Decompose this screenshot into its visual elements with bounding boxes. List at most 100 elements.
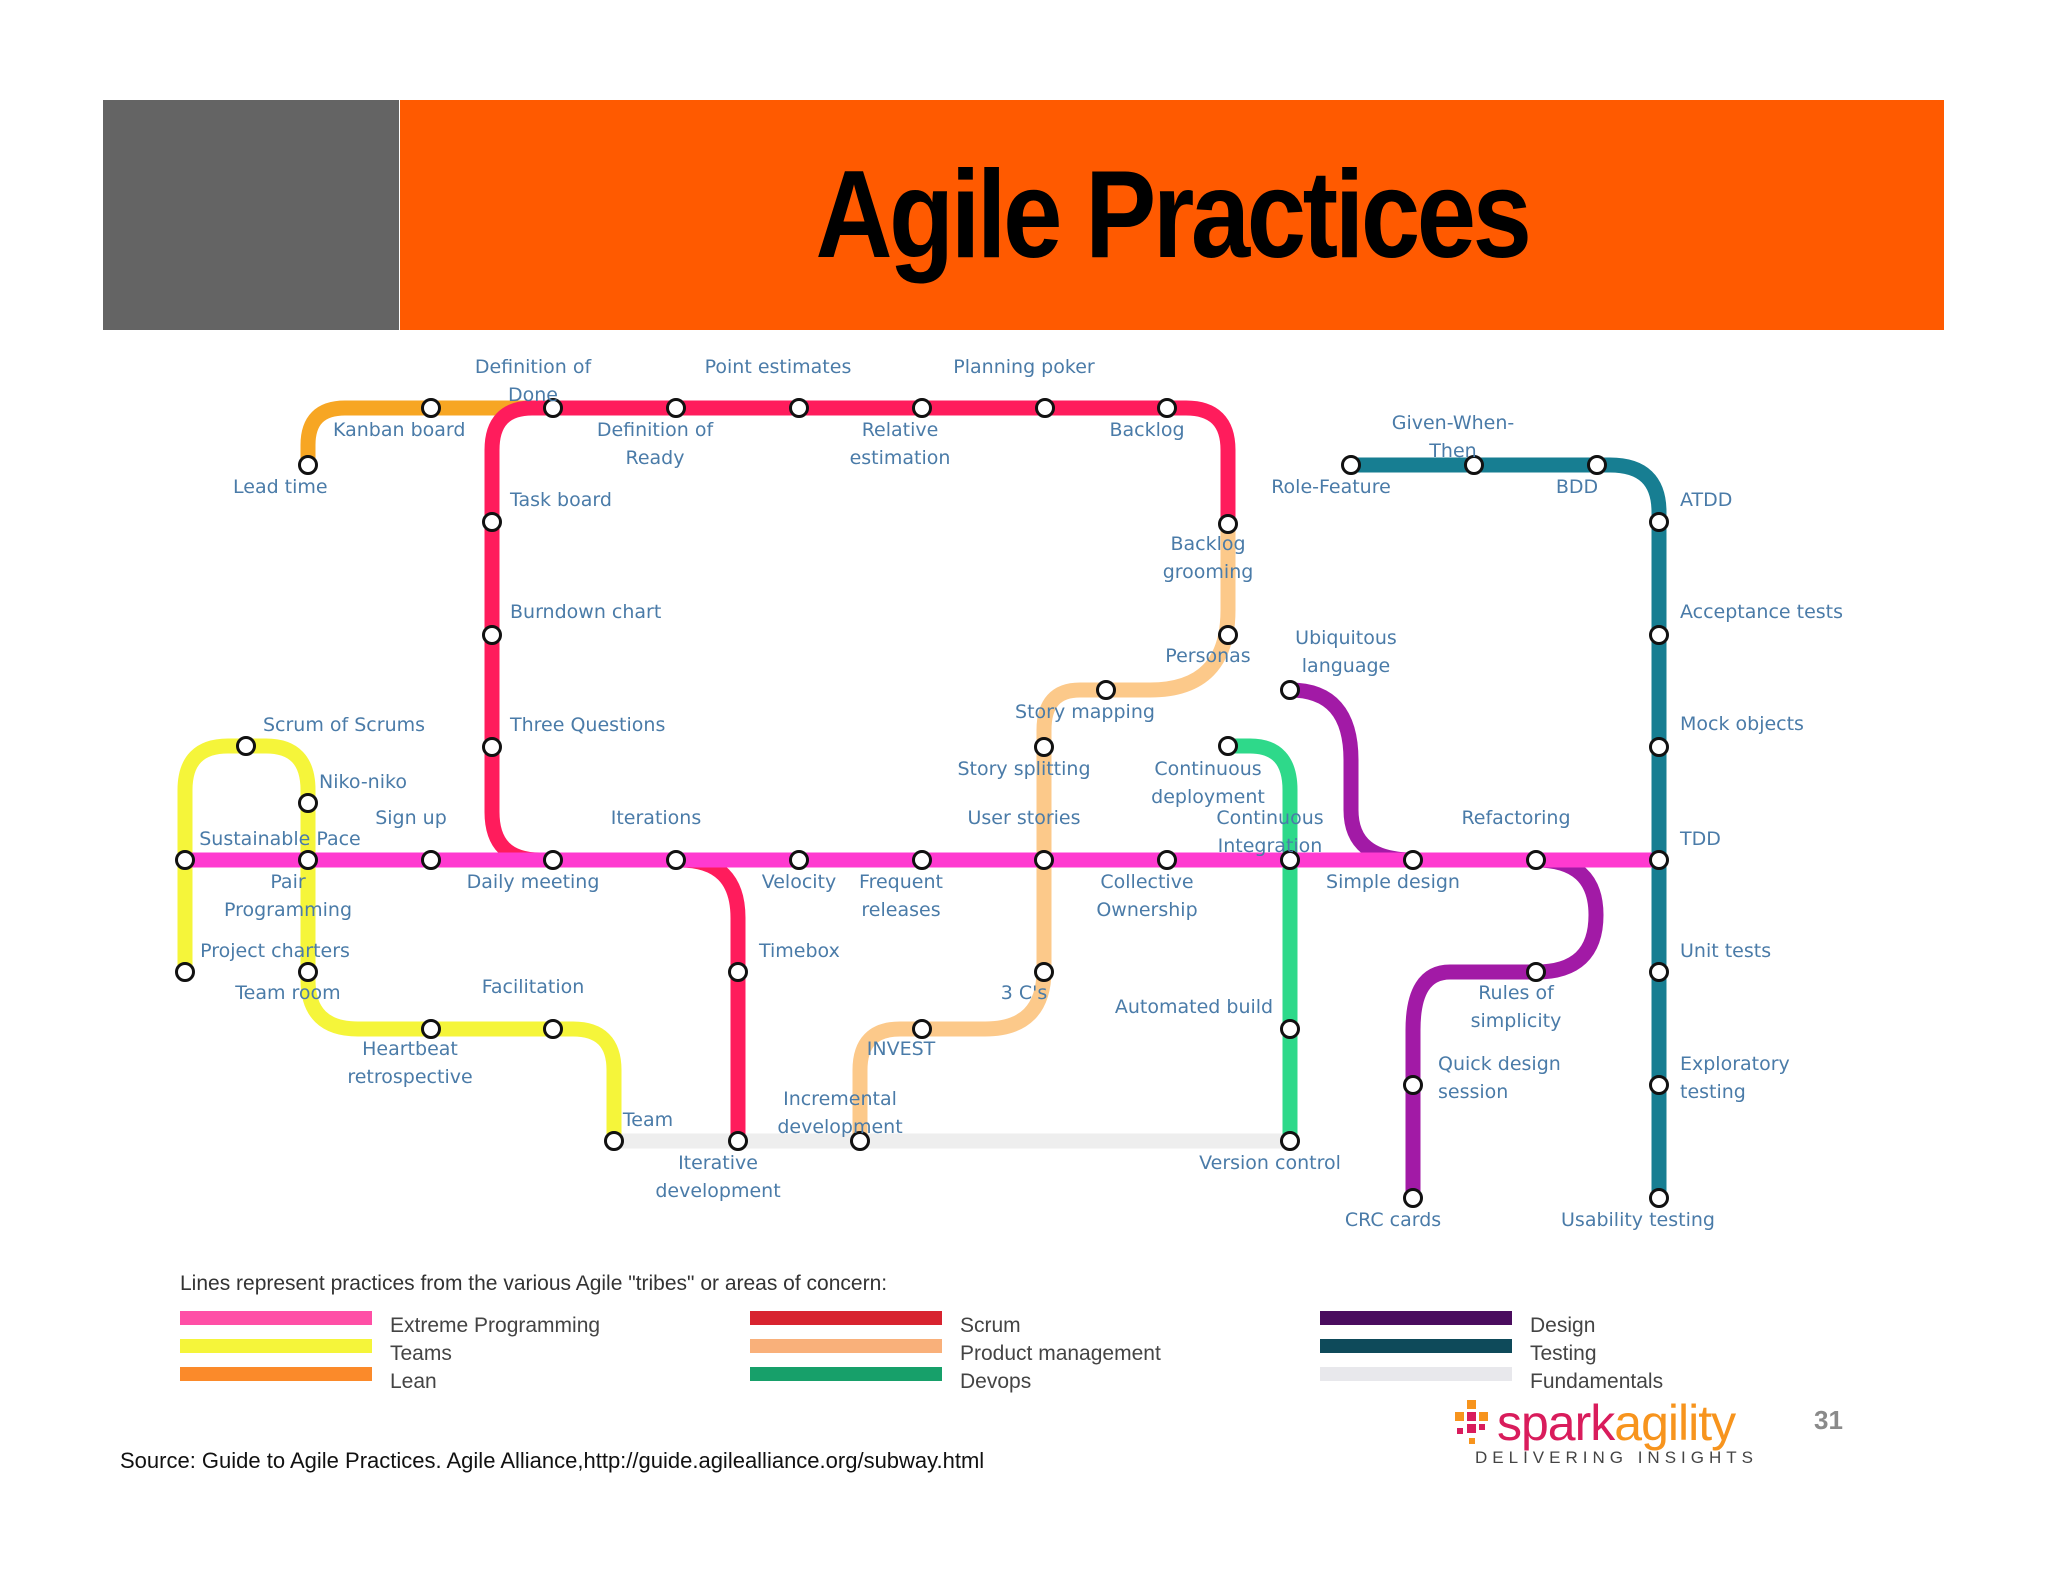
station-frequent-releases[interactable] xyxy=(912,850,932,870)
station-atdd[interactable] xyxy=(1649,512,1669,532)
logo-wordmark-spark: spark xyxy=(1497,1395,1615,1451)
station-personas[interactable] xyxy=(1218,625,1238,645)
station-burndown-chart[interactable] xyxy=(482,625,502,645)
logo-mark-icon xyxy=(1455,1400,1488,1444)
station-label-lead-time: Lead time xyxy=(233,476,328,498)
legend-swatch-scrum xyxy=(750,1311,942,1325)
station-definition-of-ready[interactable] xyxy=(666,398,686,418)
station-label-personas: Personas xyxy=(1165,645,1250,667)
station-label-crc-cards: CRC cards xyxy=(1345,1209,1441,1231)
station-label-role-feature: Role-Feature xyxy=(1271,476,1391,498)
station-quick-design-session[interactable] xyxy=(1403,1075,1423,1095)
station-role-feature[interactable] xyxy=(1341,455,1361,475)
station-user-stories[interactable] xyxy=(1034,850,1054,870)
station-relative-estimation[interactable] xyxy=(912,398,932,418)
station-exploratory-testing[interactable] xyxy=(1649,1075,1669,1095)
station-label-bdd: BDD xyxy=(1556,476,1598,498)
station-iterative-development[interactable] xyxy=(728,1131,748,1151)
station-velocity[interactable] xyxy=(789,850,809,870)
station-label-atdd: ATDD xyxy=(1680,489,1732,511)
station-backlog[interactable] xyxy=(1157,398,1177,418)
station-label-story-mapping: Story mapping xyxy=(1015,701,1155,723)
station-daily-meeting[interactable] xyxy=(543,850,563,870)
station-version-control[interactable] xyxy=(1280,1131,1300,1151)
station-label-three-questions: Three Questions xyxy=(509,714,665,736)
station-given-when-then[interactable] xyxy=(1464,455,1484,475)
station-label-story-splitting: Story splitting xyxy=(957,758,1090,780)
station-unit-tests[interactable] xyxy=(1649,962,1669,982)
station-heartbeat-retrospective[interactable] xyxy=(421,1019,441,1039)
station-acceptance-tests[interactable] xyxy=(1649,625,1669,645)
station-label-scrum-of-scrums: Scrum of Scrums xyxy=(263,714,425,736)
line-lean xyxy=(300,400,561,473)
station-facilitation[interactable] xyxy=(543,1019,563,1039)
station-rules-of-simplicity[interactable] xyxy=(1526,962,1546,982)
station-label-timebox: Timebox xyxy=(758,940,840,962)
station-backlog-grooming[interactable] xyxy=(1218,514,1238,534)
station-incremental-development[interactable] xyxy=(850,1131,870,1151)
station-niko-niko[interactable] xyxy=(298,793,318,813)
station-three-questions[interactable] xyxy=(482,737,502,757)
line-design xyxy=(1282,682,1604,1206)
station-timebox[interactable] xyxy=(728,962,748,982)
station-usability-testing[interactable] xyxy=(1649,1188,1669,1208)
station-simple-design[interactable] xyxy=(1403,850,1423,870)
legend-swatch-product xyxy=(750,1339,942,1353)
station-sustainable-pace[interactable] xyxy=(175,850,195,870)
station-story-mapping[interactable] xyxy=(1096,680,1116,700)
station-ubiquitous-language[interactable] xyxy=(1280,680,1300,700)
station-team[interactable] xyxy=(604,1131,624,1151)
station-three-cs[interactable] xyxy=(1034,962,1054,982)
station-bdd[interactable] xyxy=(1587,455,1607,475)
station-label-team: Team xyxy=(622,1109,673,1131)
station-label-point-estimates: Point estimates xyxy=(705,356,852,378)
station-story-splitting[interactable] xyxy=(1034,737,1054,757)
station-sign-up[interactable] xyxy=(421,850,441,870)
station-label-simple-design: Simple design xyxy=(1326,871,1460,893)
station-refactoring[interactable] xyxy=(1526,850,1546,870)
station-label-backlog: Backlog xyxy=(1109,419,1184,441)
station-team-room[interactable] xyxy=(298,962,318,982)
logo-tagline: DELIVERING INSIGHTS xyxy=(1475,1448,1758,1467)
station-task-board[interactable] xyxy=(482,512,502,532)
station-label-team-room: Team room xyxy=(234,982,340,1004)
station-continuous-integration[interactable] xyxy=(1280,850,1300,870)
station-crc-cards[interactable] xyxy=(1403,1188,1423,1208)
station-label-project-charters: Project charters xyxy=(200,940,350,962)
station-tdd[interactable] xyxy=(1649,850,1669,870)
station-kanban-board[interactable] xyxy=(421,398,441,418)
legend-label-testing: Testing xyxy=(1530,1342,1597,1365)
legend-label-scrum: Scrum xyxy=(960,1314,1021,1337)
legend-swatch-design xyxy=(1320,1311,1512,1325)
station-invest[interactable] xyxy=(912,1019,932,1039)
station-planning-poker[interactable] xyxy=(1035,398,1055,418)
station-mock-objects[interactable] xyxy=(1649,737,1669,757)
station-automated-build[interactable] xyxy=(1280,1019,1300,1039)
station-point-estimates[interactable] xyxy=(789,398,809,418)
station-project-charters[interactable] xyxy=(175,962,195,982)
station-label-user-stories: User stories xyxy=(968,807,1081,829)
legend-heading: Lines represent practices from the vario… xyxy=(180,1272,887,1295)
line-product xyxy=(852,516,1236,1149)
legend-label-lean: Lean xyxy=(390,1370,437,1393)
station-lead-time[interactable] xyxy=(298,455,318,475)
legend-label-devops: Devops xyxy=(960,1370,1031,1393)
station-scrum-of-scrums[interactable] xyxy=(236,736,256,756)
station-pair-programming[interactable] xyxy=(298,850,318,870)
station-label-usability-testing: Usability testing xyxy=(1561,1209,1715,1231)
station-collective-ownership[interactable] xyxy=(1157,850,1177,870)
station-continuous-deployment[interactable] xyxy=(1218,736,1238,756)
station-iterations[interactable] xyxy=(666,850,686,870)
header-gray-block xyxy=(103,100,399,330)
station-definition-of-done[interactable] xyxy=(543,398,563,418)
